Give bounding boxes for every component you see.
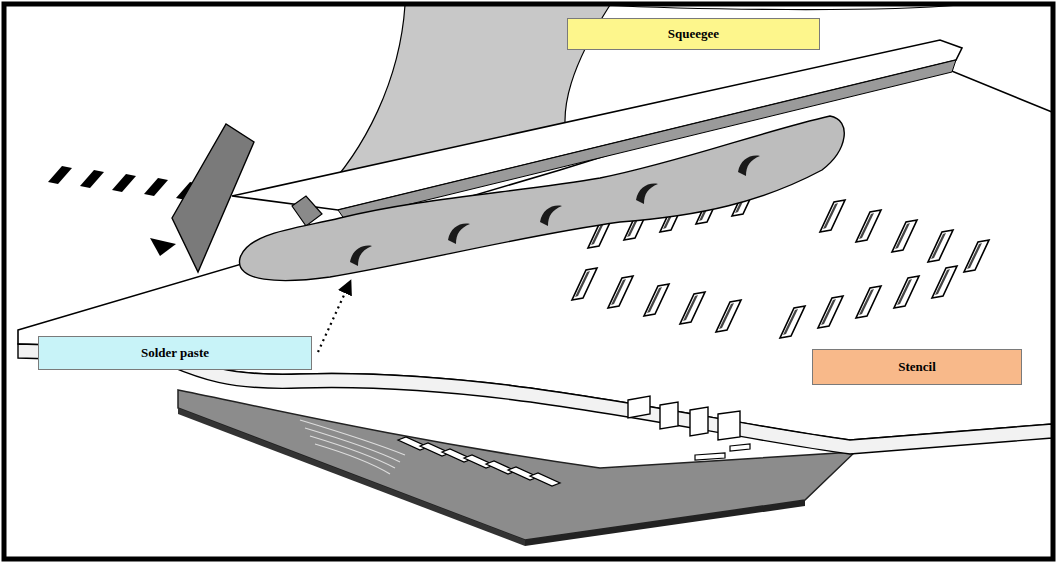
frame [4,4,1053,559]
callout-box: Stencil [812,349,1022,385]
callout-box: Squeegee [567,18,820,50]
solder-paste-bead [239,116,844,281]
callout-box: Solder paste [38,336,312,370]
leader-arrow [318,282,350,352]
callout-label: Squeegee [668,26,719,42]
callout-label: Solder paste [141,345,209,361]
callout-label: Stencil [898,359,936,375]
